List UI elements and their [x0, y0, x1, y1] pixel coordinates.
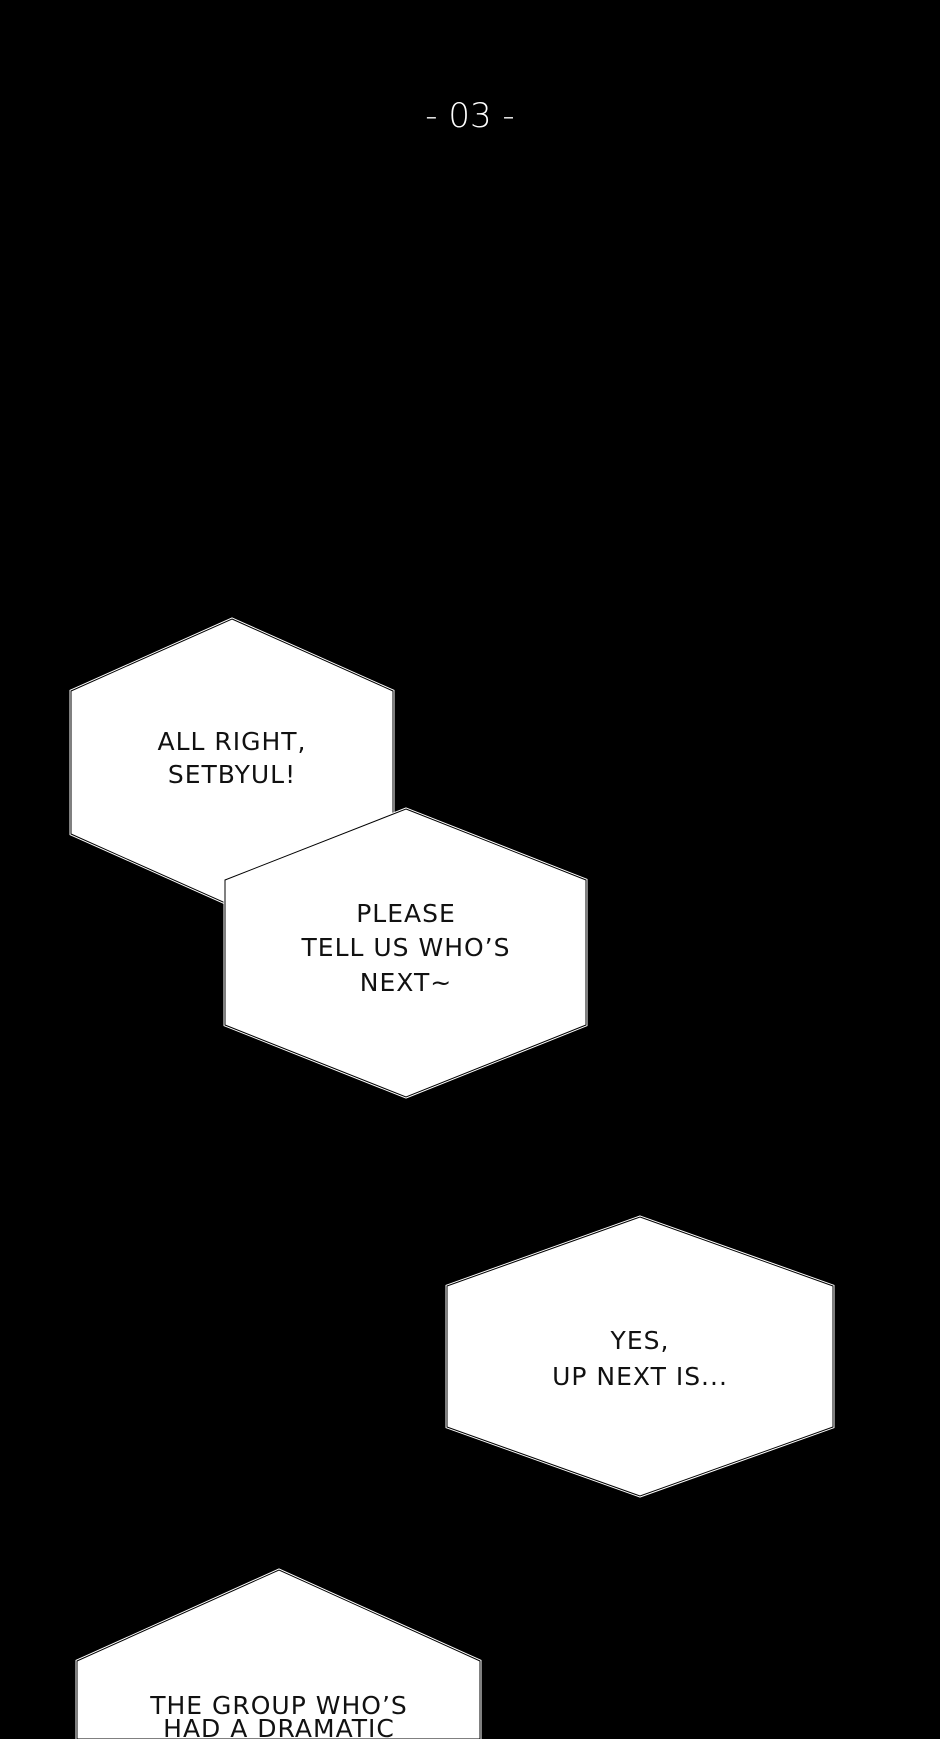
speech-bubble-4: THE GROUP WHO’S HAD A DRAMATIC	[75, 1568, 482, 1739]
bubble-4-line-1: THE GROUP WHO’S	[149, 1691, 408, 1720]
speech-bubble-3: YES, UP NEXT IS...	[445, 1215, 835, 1498]
bubble-2-line-1: PLEASE	[356, 899, 456, 928]
bubble-2-line-3: NEXT~	[360, 968, 452, 997]
speech-bubble-2: PLEASE TELL US WHO’S NEXT~	[223, 807, 588, 1099]
chapter-marker: - 03 -	[425, 96, 514, 136]
bubble-4-line-2: HAD A DRAMATIC	[163, 1714, 395, 1739]
bubble-1-line-1: ALL RIGHT,	[157, 727, 306, 756]
bubble-1-line-2: SETBYUL!	[168, 760, 296, 789]
bubble-3-line-1: YES,	[610, 1326, 670, 1355]
bubble-3-line-2: UP NEXT IS...	[552, 1362, 728, 1391]
bubble-2-line-2: TELL US WHO’S	[301, 933, 511, 962]
speech-bubble-1: ALL RIGHT, SETBYUL!	[69, 617, 395, 908]
